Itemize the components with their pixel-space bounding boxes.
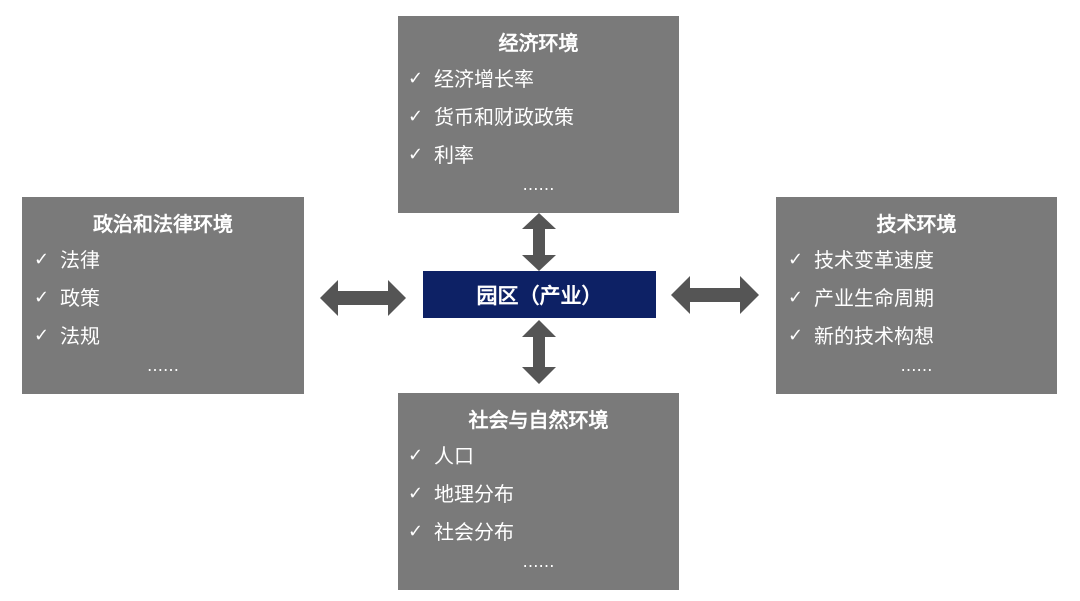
item-list: ✓ 经济增长率 ✓ 货币和财政政策 ✓ 利率: [398, 56, 679, 174]
item-label: 利率: [434, 143, 474, 167]
item-label: 人口: [434, 444, 474, 468]
check-icon: ✓: [34, 325, 50, 346]
item-label: 社会分布: [434, 520, 514, 544]
item-label: 新的技术构想: [814, 324, 934, 348]
check-icon: ✓: [788, 325, 804, 346]
list-item: ✓ 货币和财政政策: [408, 98, 679, 136]
check-icon: ✓: [788, 287, 804, 308]
check-icon: ✓: [408, 521, 424, 542]
item-label: 政策: [60, 286, 100, 310]
item-list: ✓ 技术变革速度 ✓ 产业生命周期 ✓ 新的技术构想: [776, 237, 1057, 355]
item-label: 法律: [60, 248, 100, 272]
check-icon: ✓: [408, 445, 424, 466]
item-label: 货币和财政政策: [434, 105, 574, 129]
item-label: 产业生命周期: [814, 286, 934, 310]
check-icon: ✓: [788, 249, 804, 270]
item-label: 技术变革速度: [814, 248, 934, 272]
more-ellipsis: ……: [522, 552, 555, 571]
center-node-park-industry: 园区（产业）: [423, 271, 656, 318]
check-icon: ✓: [408, 483, 424, 504]
panel-title: 社会与自然环境: [468, 408, 609, 432]
list-item: ✓ 产业生命周期: [788, 279, 1057, 317]
panel-social-natural-environment: 社会与自然环境 ✓ 人口 ✓ 地理分布 ✓ 社会分布 ……: [398, 393, 679, 590]
item-label: 法规: [60, 324, 100, 348]
check-icon: ✓: [34, 249, 50, 270]
check-icon: ✓: [408, 68, 424, 89]
list-item: ✓ 法律: [34, 241, 304, 279]
list-item: ✓ 人口: [408, 437, 679, 475]
list-item: ✓ 新的技术构想: [788, 317, 1057, 355]
item-label: 地理分布: [434, 482, 514, 506]
center-label: 园区（产业）: [476, 283, 603, 308]
check-icon: ✓: [408, 106, 424, 127]
list-item: ✓ 政策: [34, 279, 304, 317]
more-ellipsis: ……: [147, 356, 179, 375]
item-list: ✓ 人口 ✓ 地理分布 ✓ 社会分布: [398, 433, 679, 551]
list-item: ✓ 地理分布: [408, 475, 679, 513]
more-ellipsis: ……: [522, 175, 555, 194]
more-ellipsis: ……: [900, 356, 933, 375]
double-arrow-horizontal-left-icon: [320, 280, 406, 316]
list-item: ✓ 经济增长率: [408, 60, 679, 98]
item-label: 经济增长率: [434, 67, 534, 91]
list-item: ✓ 技术变革速度: [788, 241, 1057, 279]
list-item: ✓ 利率: [408, 136, 679, 174]
list-item: ✓ 法规: [34, 317, 304, 355]
check-icon: ✓: [34, 287, 50, 308]
double-arrow-vertical-bottom-icon: [522, 320, 556, 384]
panel-political-legal-environment: 政治和法律环境 ✓ 法律 ✓ 政策 ✓ 法规 ……: [22, 197, 304, 394]
list-item: ✓ 社会分布: [408, 513, 679, 551]
double-arrow-horizontal-right-icon: [671, 276, 759, 314]
item-list: ✓ 法律 ✓ 政策 ✓ 法规: [22, 237, 304, 355]
double-arrow-vertical-top-icon: [522, 213, 556, 271]
panel-title: 技术环境: [876, 212, 957, 236]
panel-title: 经济环境: [498, 31, 579, 55]
check-icon: ✓: [408, 144, 424, 165]
panel-technology-environment: 技术环境 ✓ 技术变革速度 ✓ 产业生命周期 ✓ 新的技术构想 ……: [776, 197, 1057, 394]
panel-title: 政治和法律环境: [93, 212, 233, 236]
panel-economic-environment: 经济环境 ✓ 经济增长率 ✓ 货币和财政政策 ✓ 利率 ……: [398, 16, 679, 213]
